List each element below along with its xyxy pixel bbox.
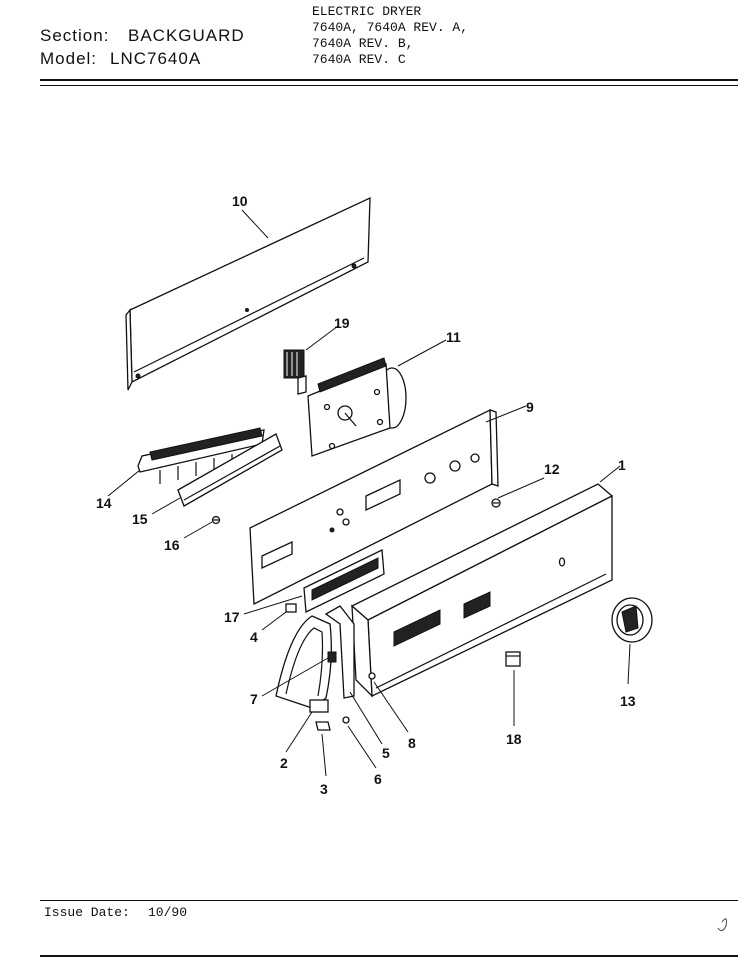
- part-12-clip: [491, 498, 501, 508]
- callout-17: 17: [224, 609, 240, 625]
- part-9-control-panel: [249, 408, 499, 606]
- model-value: LNC7640A: [110, 49, 202, 68]
- part-3-clip: [315, 721, 331, 731]
- part-15-bracket: [177, 433, 283, 507]
- section-value: BACKGUARD: [128, 26, 245, 45]
- leader-lines: [107, 209, 631, 777]
- callout-2: 2: [280, 755, 288, 771]
- part-5-bar: [324, 605, 355, 699]
- callout-12: 12: [544, 461, 560, 477]
- footer-rule-top: [40, 900, 738, 901]
- callout-1: 1: [618, 457, 626, 473]
- header-rule-bottom: [40, 85, 738, 86]
- header-rule-top: [40, 79, 738, 81]
- callout-16: 16: [164, 537, 180, 553]
- callout-4: 4: [250, 629, 258, 645]
- callout-15: 15: [132, 511, 148, 527]
- callout-labels: 1 2 3 4 5 6 7 8 9 10 11 12 13 14 15 16 1…: [96, 193, 636, 797]
- issue-date-value: 10/90: [148, 905, 188, 920]
- description-line-4: 7640A REV. C: [312, 52, 406, 67]
- description-line-3: 7640A REV. B,: [312, 36, 414, 51]
- part-19-connector: [283, 349, 307, 395]
- callout-7: 7: [250, 691, 258, 707]
- footer-rule-bottom: [40, 955, 738, 957]
- part-1-backguard-housing: [350, 483, 614, 698]
- section-label: Section:: [40, 26, 110, 45]
- callout-13: 13: [620, 693, 636, 709]
- part-14-switch-block: [137, 427, 265, 484]
- part-6-screw: [342, 716, 350, 724]
- callout-11: 11: [446, 329, 461, 345]
- part-17-display-window: [303, 548, 385, 614]
- part-7-knob-frame: [275, 615, 337, 709]
- callout-14: 14: [96, 495, 112, 511]
- part-4-clip: [285, 603, 297, 613]
- part-11-timer: [307, 357, 407, 457]
- scan-mark: [717, 918, 727, 932]
- description-line-2: 7640A, 7640A REV. A,: [312, 20, 469, 35]
- callout-3: 3: [320, 781, 328, 797]
- part-18-button: [505, 651, 521, 667]
- callout-6: 6: [374, 771, 382, 787]
- model-label: Model:: [40, 49, 98, 68]
- part-8-screw: [368, 672, 376, 680]
- callout-19: 19: [334, 315, 350, 331]
- callout-10: 10: [232, 193, 248, 209]
- callout-18: 18: [506, 731, 522, 747]
- callout-5: 5: [382, 745, 390, 761]
- part-13-knob: [611, 597, 653, 643]
- part-2-bracket: [309, 699, 329, 713]
- part-16-screw: [211, 515, 221, 525]
- issue-date-label: Issue Date:: [44, 905, 130, 920]
- callout-9: 9: [526, 399, 534, 415]
- part-10-rear-panel: [125, 196, 371, 391]
- description-line-1: ELECTRIC DRYER: [312, 4, 422, 19]
- callout-8: 8: [408, 735, 416, 751]
